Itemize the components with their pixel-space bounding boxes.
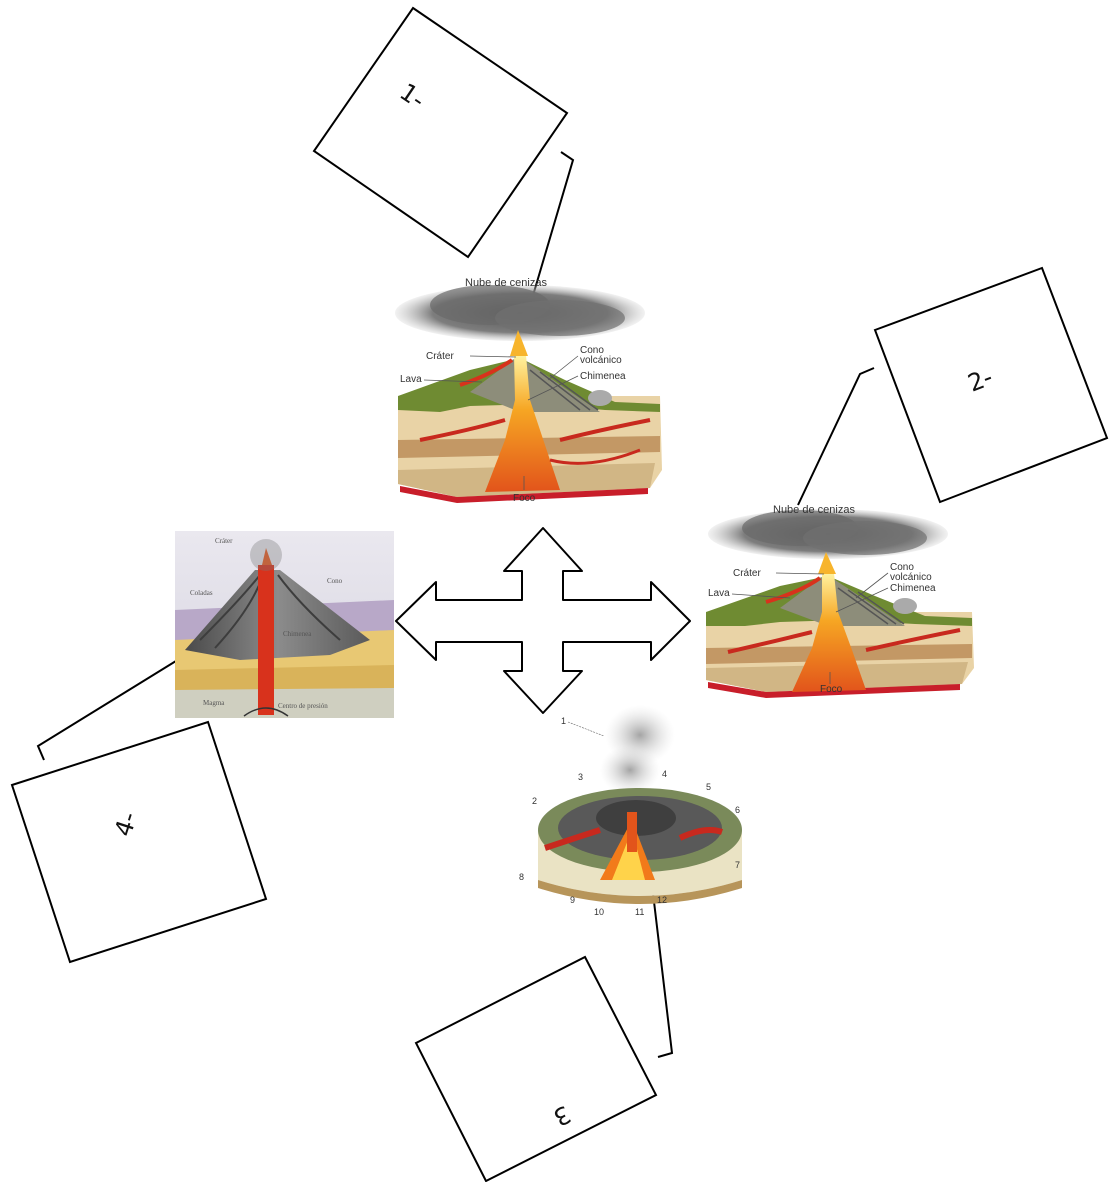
label-lava-b: Lava xyxy=(708,588,730,599)
label-num-10: 10 xyxy=(594,907,604,917)
volcano-diagram-d: 1 2 3 4 5 6 7 8 9 10 11 12 xyxy=(519,705,742,917)
label-num-9: 9 xyxy=(570,895,575,905)
label-chimney-b: Chimenea xyxy=(890,583,936,594)
label-cone-b-1: Cono xyxy=(890,562,914,573)
volcano-diagram-c: Cráter Cono Coladas Chimenea Magma Centr… xyxy=(175,531,394,718)
label-num-4: 4 xyxy=(662,769,667,779)
leader-line-3 xyxy=(649,867,674,1058)
label-num-7: 7 xyxy=(735,860,740,870)
leader-line-2 xyxy=(797,367,875,506)
volcano-diagram-b: Nube de cenizas Cráter Cono volcánico La… xyxy=(706,504,974,698)
label-crater-c: Cráter xyxy=(215,537,233,545)
four-way-arrow-icon xyxy=(395,527,691,714)
label-cone-2: volcánico xyxy=(580,355,622,366)
label-pressure-c: Centro de presión xyxy=(278,702,328,710)
label-crater: Cráter xyxy=(426,351,454,362)
label-num-5: 5 xyxy=(706,782,711,792)
label-crater-b: Cráter xyxy=(733,568,761,579)
answer-box-3[interactable]: 3 xyxy=(414,955,658,1182)
answer-box-1[interactable]: 1- xyxy=(312,6,569,259)
answer-box-4[interactable]: 4- xyxy=(10,720,268,964)
label-flows-c: Coladas xyxy=(190,589,213,597)
label-num-3: 3 xyxy=(578,772,583,782)
label-ash-cloud: Nube de cenizas xyxy=(465,277,547,289)
label-cone-c: Cono xyxy=(327,577,343,585)
label-num-12: 12 xyxy=(657,895,667,905)
label-chimney: Chimenea xyxy=(580,371,626,382)
label-cone-b-2: volcánico xyxy=(890,572,932,583)
label-focus-b: Foco xyxy=(820,684,843,695)
label-magma-c: Magma xyxy=(203,699,225,707)
label-lava: Lava xyxy=(400,374,422,385)
leader-line-1 xyxy=(523,151,575,327)
label-num-1: 1 xyxy=(561,716,566,726)
leader-line-4 xyxy=(36,639,211,761)
label-num-6: 6 xyxy=(735,805,740,815)
label-ash-cloud-b: Nube de cenizas xyxy=(773,504,855,516)
label-num-8: 8 xyxy=(519,872,524,882)
volcano-diagram-a: Nube de cenizas Cráter Cono volcánico La… xyxy=(395,277,662,504)
label-num-11: 11 xyxy=(635,907,644,917)
label-cone-1: Cono xyxy=(580,345,604,356)
label-num-2: 2 xyxy=(532,796,537,806)
answer-box-2[interactable]: 2- xyxy=(873,266,1109,504)
label-chimney-c: Chimenea xyxy=(283,630,312,638)
label-focus: Foco xyxy=(513,493,536,504)
